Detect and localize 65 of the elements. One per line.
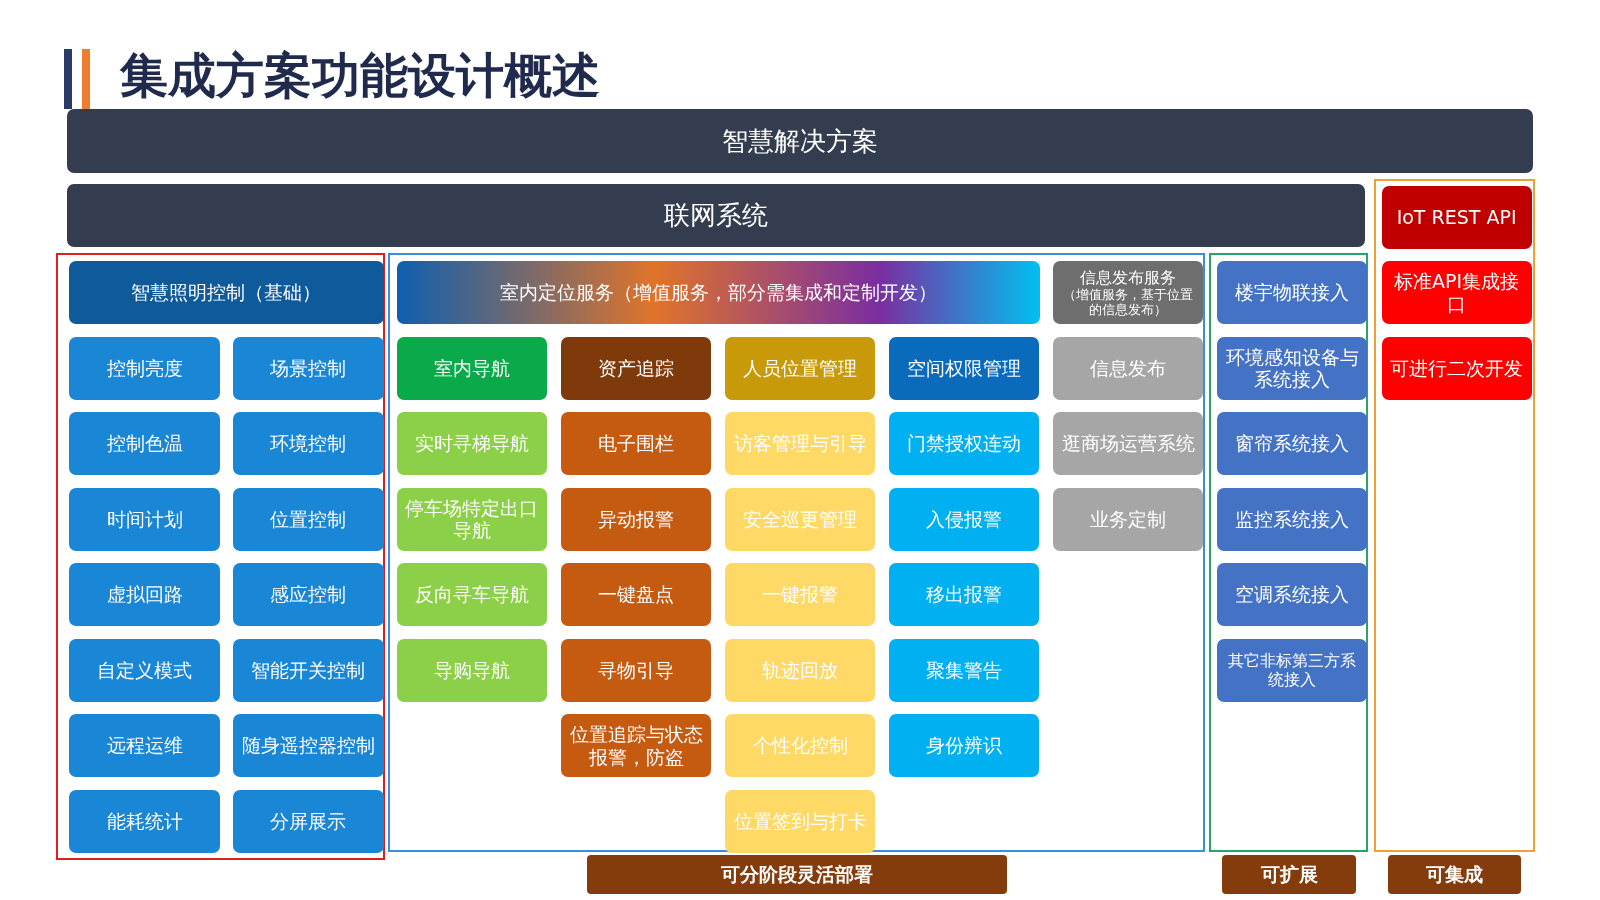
feature-box: 感应控制 — [232, 563, 384, 627]
feature-box: 场景控制 — [232, 336, 384, 400]
feature-box: 反向寻车导航 — [396, 563, 547, 627]
feature-box: 空调系统接入 — [1217, 563, 1368, 627]
feature-box: 楼宇物联接入 — [1217, 261, 1368, 325]
feature-box: 访客管理与引导 — [725, 412, 876, 476]
feature-box: 控制色温 — [69, 412, 221, 476]
feature-box: IoT REST API — [1381, 185, 1532, 249]
category-header: 智慧照明控制（基础） — [69, 261, 384, 325]
group-frame — [56, 253, 385, 861]
solution-bar: 智慧解决方案 — [67, 109, 1533, 174]
feature-box: 能耗统计 — [69, 789, 221, 853]
feature-box: 入侵报警 — [888, 487, 1039, 551]
feature-box: 聚集警告 — [888, 638, 1039, 702]
feature-box: 寻物引导 — [561, 638, 712, 702]
feature-box: 环境感知设备与系统接入 — [1217, 336, 1368, 400]
feature-box: 监控系统接入 — [1217, 487, 1368, 551]
feature-box: 自定义模式 — [69, 638, 221, 702]
feature-box: 实时寻梯导航 — [396, 412, 547, 476]
feature-box: 随身遥控器控制 — [232, 714, 384, 778]
feature-box: 信息发布 — [1053, 336, 1203, 400]
feature-box: 可进行二次开发 — [1381, 336, 1532, 400]
feature-box: 电子围栏 — [561, 412, 712, 476]
feature-box: 环境控制 — [232, 412, 384, 476]
feature-box: 轨迹回放 — [725, 638, 876, 702]
group-frame — [1209, 253, 1369, 852]
feature-box: 其它非标第三方系统接入 — [1217, 638, 1368, 702]
feature-box: 智能开关控制 — [232, 638, 384, 702]
group-frame — [1374, 178, 1535, 853]
header-text: 信息发布服务 — [1080, 267, 1176, 287]
category-header — [1053, 261, 1203, 325]
category-header: 室内定位服务（增值服务，部分需集成和定制开发） — [396, 261, 1040, 325]
feature-box: 身份辨识 — [888, 714, 1039, 778]
feature-box: 位置追踪与状态报警，防盗 — [561, 714, 712, 778]
tag-label: 可集成 — [1387, 855, 1522, 894]
feature-box: 窗帘系统接入 — [1217, 412, 1368, 476]
feature-box: 虚拟回路 — [69, 563, 221, 627]
subtitle-text: （增值服务，基于位置的信息发布） — [1062, 286, 1194, 318]
feature-box: 位置控制 — [232, 487, 384, 551]
feature-box: 异动报警 — [561, 487, 712, 551]
feature-box: 导购导航 — [396, 638, 547, 702]
network-bar: 联网系统 — [67, 183, 1366, 247]
title: 集成方案功能设计概述 — [120, 46, 600, 105]
feature-box: 逛商场运营系统 — [1053, 412, 1203, 476]
tag-label: 可分阶段灵活部署 — [586, 855, 1008, 894]
feature-box: 业务定制 — [1053, 487, 1203, 551]
feature-box: 资产追踪 — [561, 336, 712, 400]
feature-box: 标准API集成接口 — [1381, 261, 1532, 325]
feature-box: 人员位置管理 — [725, 336, 876, 400]
feature-box: 门禁授权连动 — [888, 412, 1039, 476]
tag-label: 可扩展 — [1222, 855, 1357, 894]
feature-box: 空间权限管理 — [888, 336, 1039, 400]
feature-box: 远程运维 — [69, 714, 221, 778]
group-frame — [387, 253, 1206, 852]
feature-box: 安全巡更管理 — [725, 487, 876, 551]
feature-box: 一键报警 — [725, 563, 876, 627]
feature-box: 移出报警 — [888, 563, 1039, 627]
feature-box: 位置签到与打卡 — [725, 789, 876, 853]
feature-box: 停车场特定出口导航 — [396, 487, 547, 551]
feature-box: 一键盘点 — [561, 563, 712, 627]
feature-box: 时间计划 — [69, 487, 221, 551]
feature-box: 个性化控制 — [725, 714, 876, 778]
feature-box: 室内导航 — [396, 336, 547, 400]
feature-box: 分屏展示 — [232, 789, 384, 853]
feature-box: 控制亮度 — [69, 336, 221, 400]
